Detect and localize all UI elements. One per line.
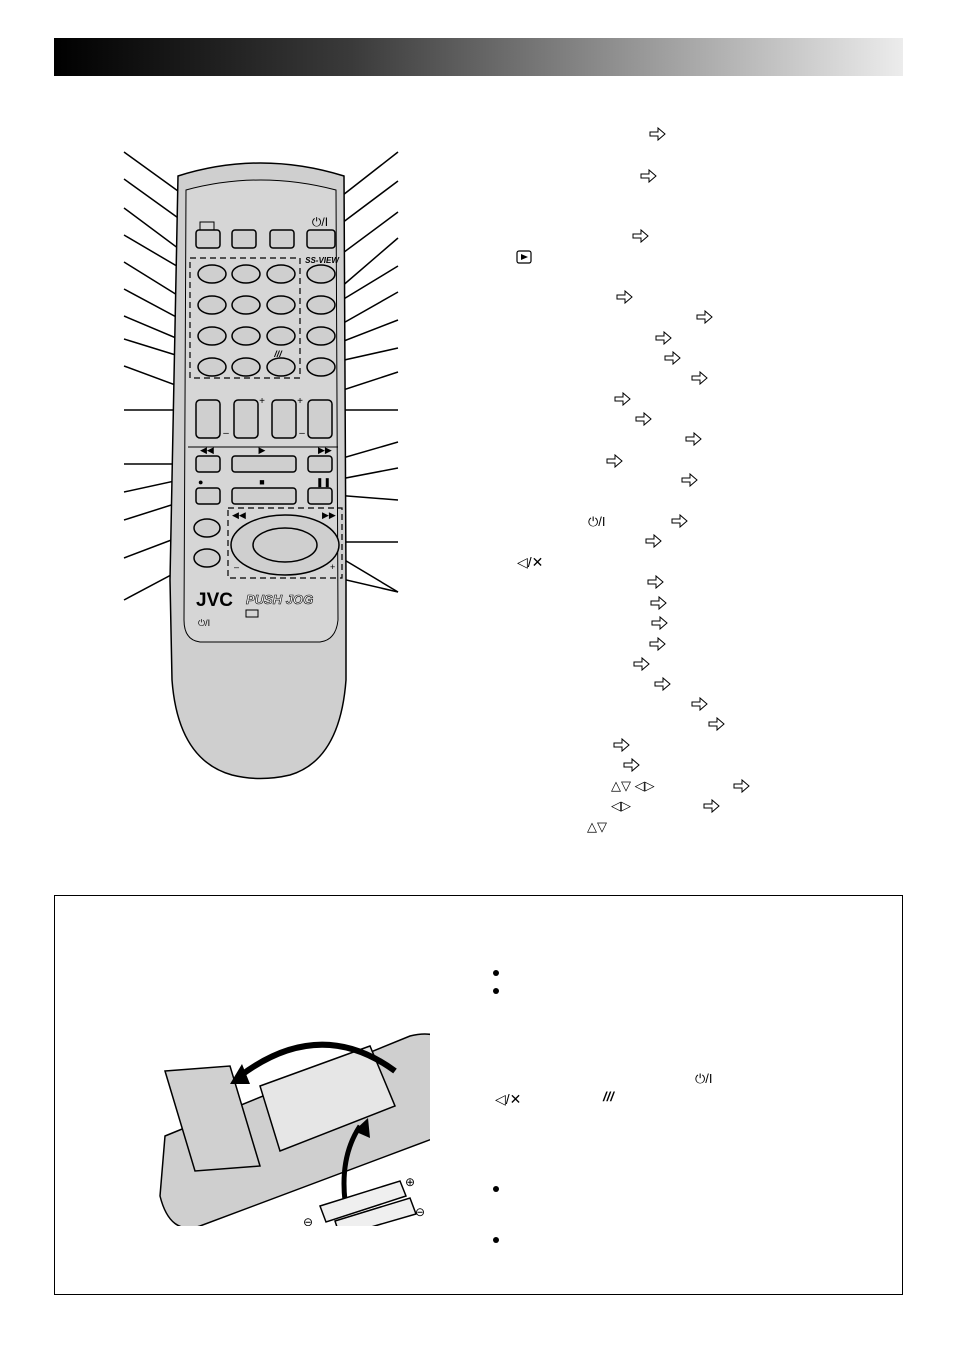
jog-dial: [230, 514, 340, 576]
svg-text:⊖: ⊖: [303, 1215, 313, 1226]
svg-text:■: ■: [259, 477, 264, 487]
header-bar: [54, 38, 903, 76]
svg-text:–: –: [234, 562, 239, 572]
battery-installation-box: ⊕ ⊖ ⊖ ⊕ ⏻/I ◁/✕ ///: [54, 895, 903, 1295]
bullet: [493, 1186, 499, 1192]
remote-control-illustration: ⏻/I SS-VIEW /// + + – –: [123, 151, 399, 780]
svg-text:///: ///: [273, 349, 283, 359]
reference-list: [510, 0, 810, 870]
slash-symbol: ///: [603, 1089, 614, 1104]
svg-text:+: +: [330, 562, 335, 572]
mute-symbol: ◁/✕: [517, 554, 544, 570]
svg-text:▶: ▶: [259, 445, 266, 455]
bullet: [493, 988, 499, 994]
svg-text:❚❚: ❚❚: [316, 477, 331, 488]
svg-text:▶▶: ▶▶: [322, 510, 336, 520]
power-symbol: ⏻/I: [588, 514, 606, 529]
svg-text:⊖: ⊖: [415, 1205, 425, 1219]
number-pad: [197, 264, 296, 377]
battery-mute-symbol: ◁/✕: [495, 1091, 522, 1107]
transport-buttons: [195, 455, 333, 505]
push-jog-label: PUSH JOG: [246, 592, 313, 607]
battery-installation-illustration: ⊕ ⊖ ⊖ ⊕: [159, 1033, 430, 1226]
svg-text:–: –: [299, 428, 305, 439]
arrow-keys-symbol: △▽ ◁▷: [611, 778, 655, 793]
lower-left-buttons: [193, 518, 221, 568]
bullet: [493, 970, 499, 976]
bullet: [493, 1237, 499, 1243]
battery-power-symbol: ⏻/I: [695, 1071, 713, 1086]
remote-power-label: ⏻/I: [312, 215, 328, 229]
svg-text:–: –: [223, 428, 229, 439]
svg-text:+: +: [259, 396, 265, 407]
right-column-buttons: [306, 264, 336, 377]
svg-text:◀◀: ◀◀: [232, 510, 246, 520]
left-right-keys-symbol: ◁▷: [611, 798, 631, 813]
ss-view-label: SS-VIEW: [305, 256, 340, 265]
up-down-keys-symbol: △▽: [587, 819, 607, 834]
svg-text:●: ●: [198, 477, 203, 487]
brand-logo: JVC: [196, 590, 233, 611]
svg-text:⊕: ⊕: [405, 1175, 415, 1189]
top-row-buttons: [195, 229, 336, 249]
svg-text:◀◀: ◀◀: [200, 445, 214, 455]
remote-bottom-power-label: ⏻/I: [198, 618, 210, 628]
channel-volume-buttons: [195, 399, 333, 439]
svg-text:+: +: [297, 396, 303, 407]
svg-text:▶▶: ▶▶: [318, 445, 332, 455]
